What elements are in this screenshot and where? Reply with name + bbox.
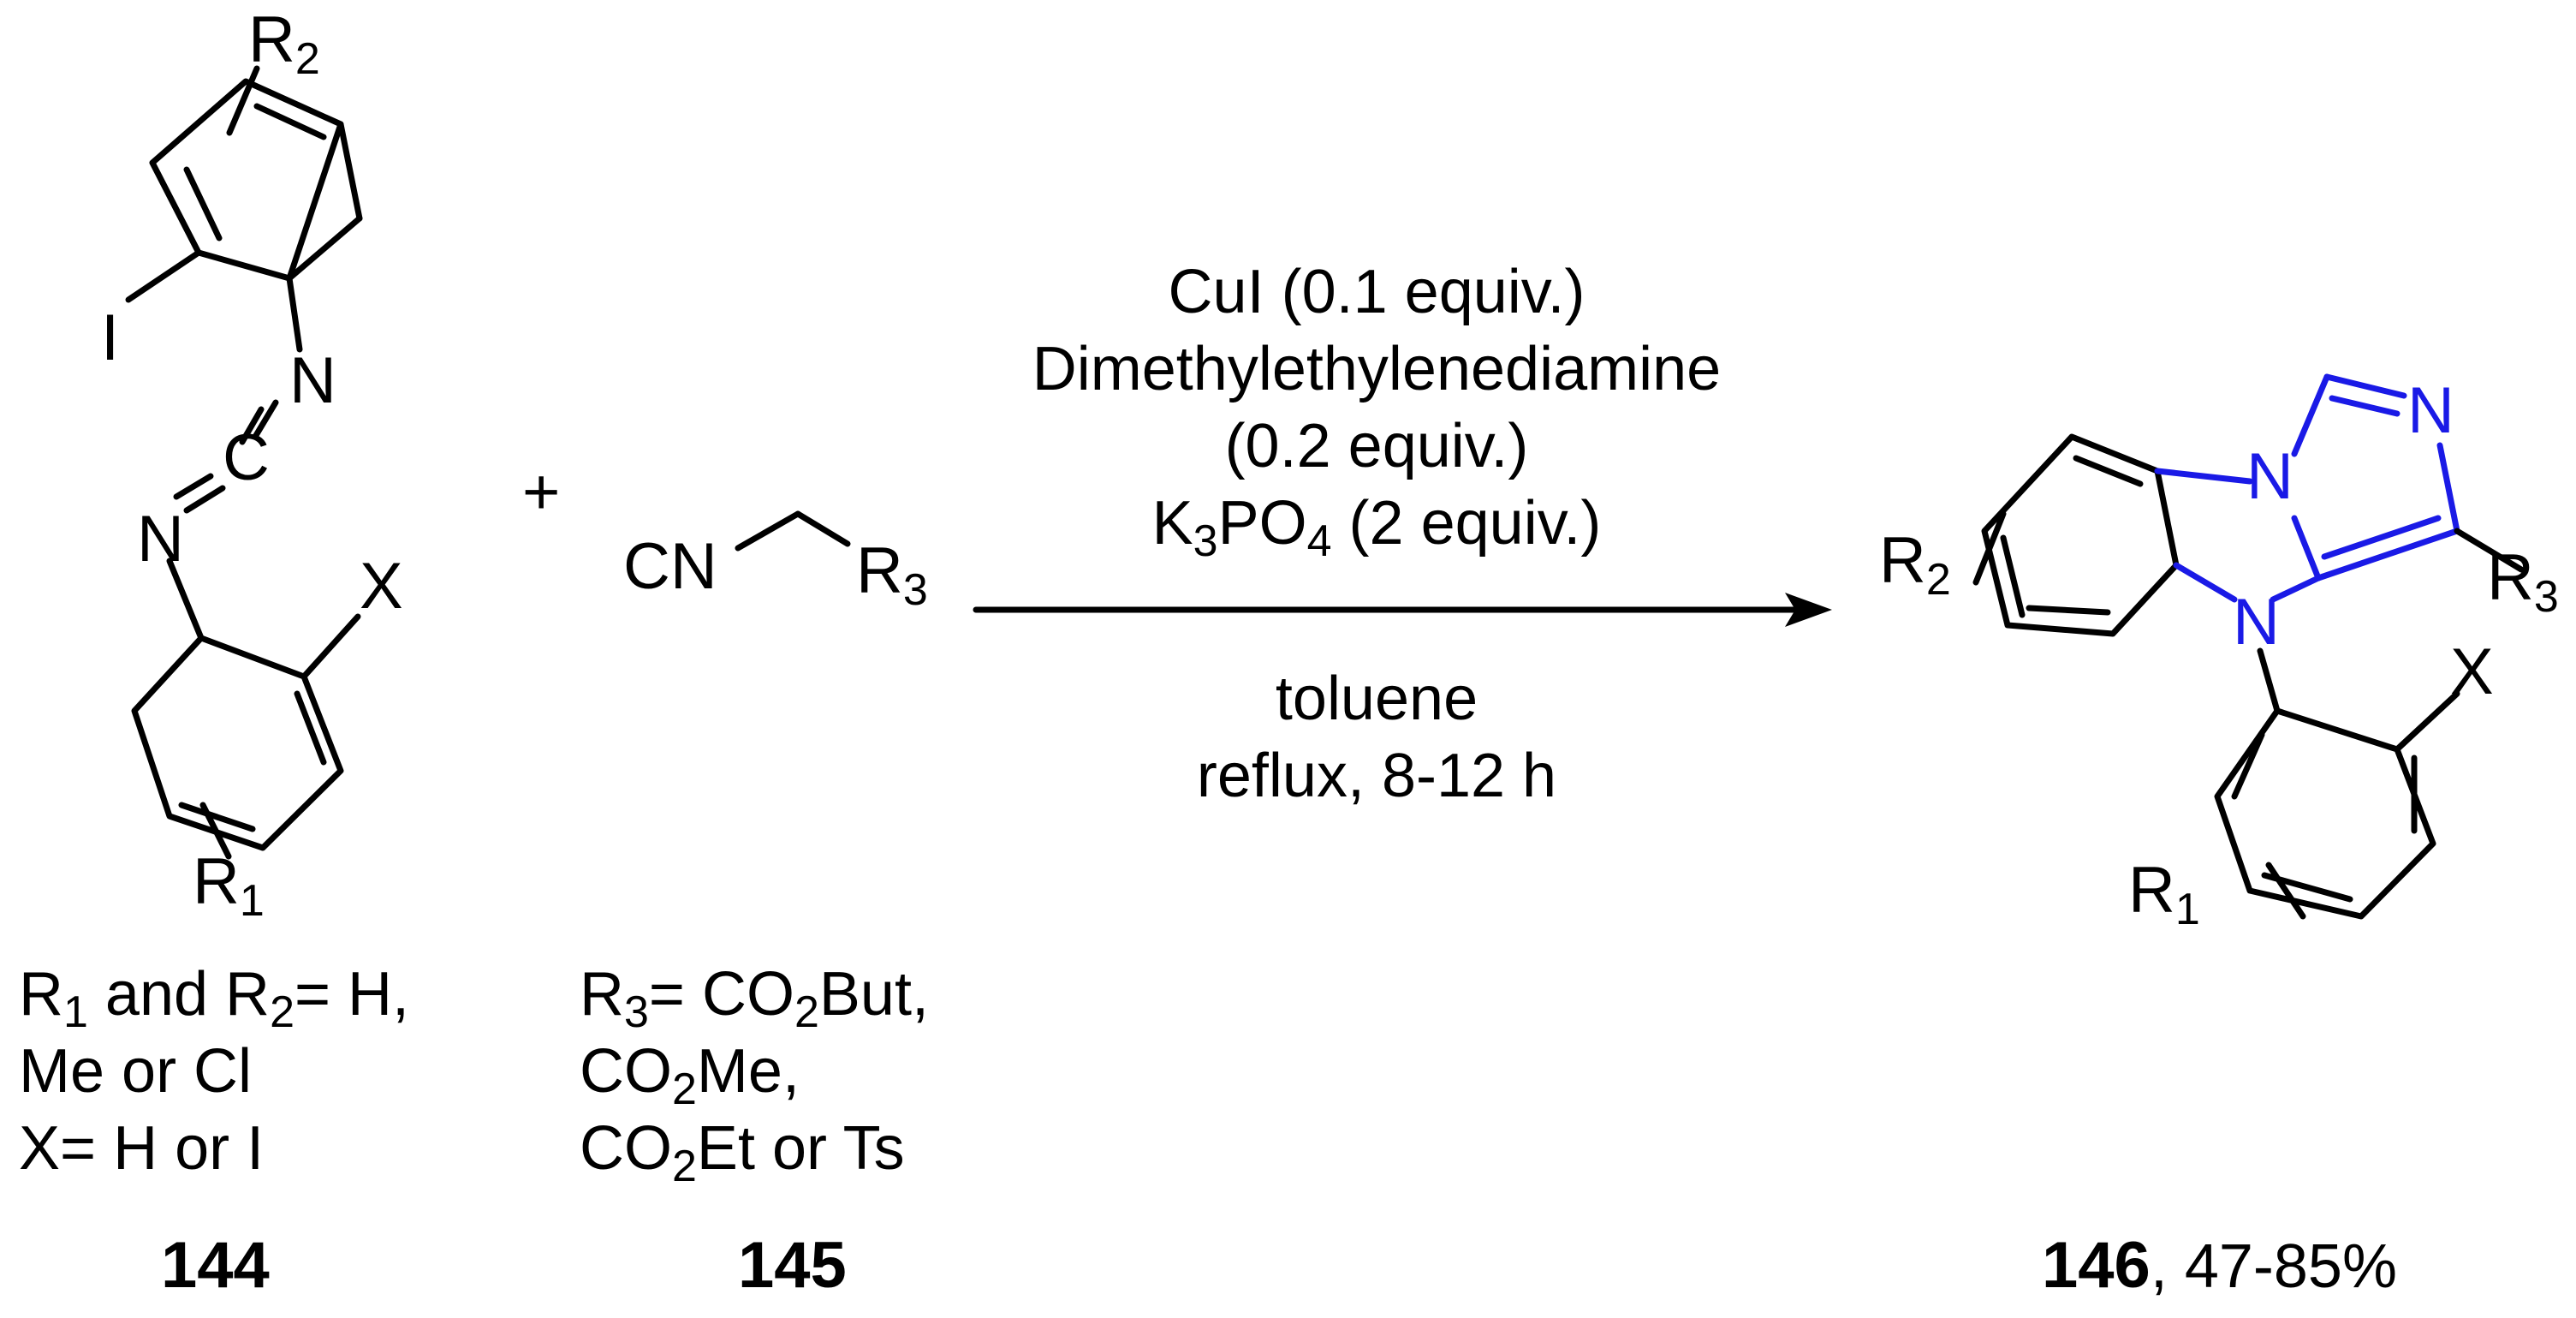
product-yield: , 47-85% — [2151, 1232, 2397, 1301]
nitrogen-atom-lower: N — [137, 503, 184, 576]
condition-base: K3PO4 (2 equiv.) — [1152, 489, 1602, 566]
reaction-conditions: CuI (0.1 equiv.) Dimethylethylenediamine… — [1032, 258, 1721, 810]
compound-number-145: 145 — [738, 1229, 847, 1302]
legend-144-line3: X= H or I — [19, 1114, 264, 1183]
product-146-atom-labels: N N N R2 R3 X R1 — [1879, 374, 2559, 934]
legend-144-line1: R1 and R2= H, — [19, 960, 409, 1037]
legend-144-line2: Me or Cl — [19, 1037, 252, 1106]
nitrogen-bridgehead: N — [2246, 440, 2293, 513]
r1-label-144: R1 — [193, 845, 265, 926]
legend-144: R1 and R2= H, Me or Cl X= H or I — [19, 960, 409, 1183]
plus-sign: + — [522, 456, 560, 528]
nitrogen-imidazole: N — [2407, 374, 2454, 447]
reactant-145-structure: CN R3 — [623, 510, 928, 615]
r1-label-146: R1 — [2128, 854, 2200, 934]
r3-label-145: R3 — [856, 534, 928, 615]
legend-145: R3= CO2But, CO2Me, CO2Et or Ts — [580, 960, 929, 1191]
iodine-atom: I — [101, 301, 119, 374]
nitrile-group: CN — [623, 530, 717, 603]
x-substituent-146: X — [2450, 635, 2494, 708]
legend-145-line2: CO2Me, — [580, 1037, 800, 1114]
legend-145-line1: R3= CO2But, — [580, 960, 929, 1037]
r2-label-146: R2 — [1879, 524, 1951, 605]
legend-145-line3: CO2Et or Ts — [580, 1114, 905, 1191]
reactant-144-atom-labels: R2 I N C N X R1 — [101, 3, 403, 926]
reaction-arrow — [973, 593, 1832, 627]
condition-catalyst: CuI (0.1 equiv.) — [1169, 258, 1585, 326]
product-number-and-yield: 146, 47-85% — [2042, 1229, 2397, 1302]
product-146-structure — [1972, 373, 2525, 920]
condition-ligand-equiv: (0.2 equiv.) — [1225, 412, 1529, 480]
condition-solvent: toluene — [1276, 665, 1478, 733]
reactant-144-structure — [125, 65, 363, 860]
compound-number-146: 146 — [2042, 1229, 2151, 1302]
nitrogen-atom-upper: N — [289, 344, 336, 417]
carbon-atom-center: C — [223, 421, 270, 494]
r3-label-146: R3 — [2487, 541, 2559, 622]
compound-number-144: 144 — [161, 1229, 270, 1302]
condition-ligand: Dimethylethylenediamine — [1032, 335, 1721, 403]
condition-temperature-time: reflux, 8-12 h — [1197, 742, 1556, 810]
r2-label-144: R2 — [248, 3, 320, 84]
nitrogen-aryl: N — [2233, 586, 2280, 659]
x-substituent-144: X — [360, 550, 403, 623]
